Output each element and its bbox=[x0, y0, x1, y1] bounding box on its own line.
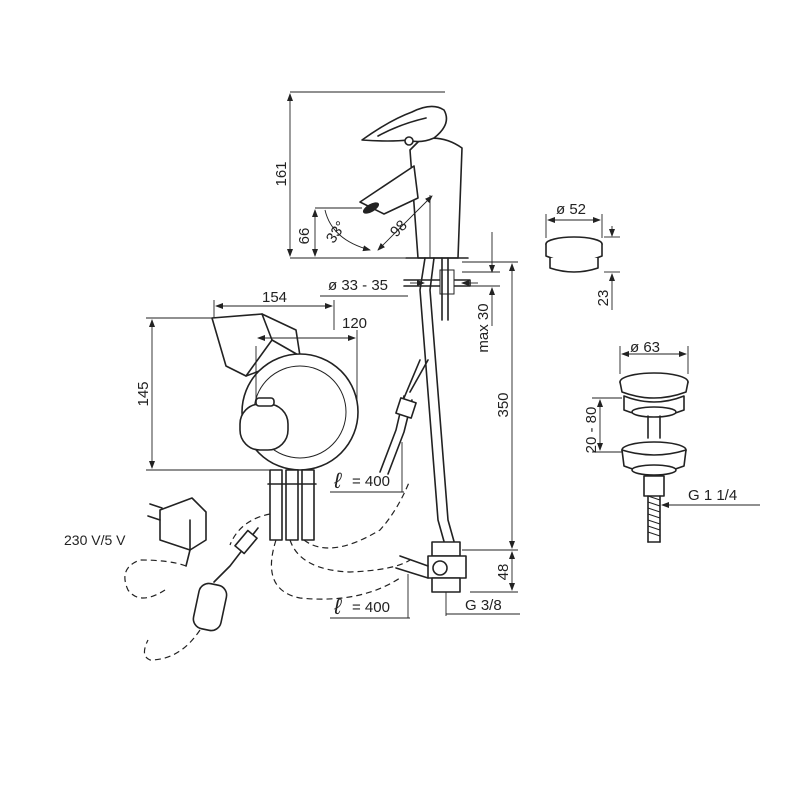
drain-diameter-label: ø 63 bbox=[630, 339, 660, 356]
valve-box-drawing bbox=[211, 313, 429, 541]
cap-height-label: 23 bbox=[595, 290, 612, 307]
power-adapter bbox=[159, 497, 207, 551]
transformer-module bbox=[192, 582, 228, 632]
valve-height-label: 145 bbox=[135, 381, 152, 406]
drain-thread-label: G 1 1/4 bbox=[688, 487, 737, 504]
voltage-label: 230 V/5 V bbox=[64, 532, 126, 548]
aerator bbox=[362, 202, 380, 214]
cap-diameter-label: ø 52 bbox=[556, 201, 586, 218]
connector-height-label: 48 bbox=[495, 564, 512, 581]
drain-range-label: 20 - 80 bbox=[583, 407, 600, 454]
connector-bottom bbox=[431, 577, 461, 593]
faucet-drawing bbox=[359, 105, 471, 593]
angle-label: 33° bbox=[323, 218, 350, 246]
hose-upper-length-label: = 400 bbox=[352, 473, 390, 490]
valve-depth-label: 120 bbox=[342, 315, 367, 332]
hose-paths bbox=[229, 479, 411, 600]
drain-drawing: ø 63 20 - 80 G 1 1/4 bbox=[583, 339, 760, 543]
lever-pivot bbox=[404, 136, 414, 146]
valve-box-dimensions: 154 120 145 ℓ = 400 ℓ = 400 bbox=[135, 289, 410, 619]
spout-height-label: 66 bbox=[296, 228, 313, 245]
valve-knob bbox=[239, 403, 289, 451]
hose-lower-length-label: = 400 bbox=[352, 599, 390, 616]
valve-width-label: 154 bbox=[262, 289, 287, 306]
faucet-height-label: 161 bbox=[273, 161, 290, 186]
cap-drawing: ø 52 23 bbox=[545, 201, 620, 310]
hose-lower-symbol: ℓ bbox=[333, 594, 342, 619]
pipe-middle bbox=[285, 469, 299, 541]
max-thickness-label: max 30 bbox=[475, 303, 492, 352]
power-supply-drawing: 230 V/5 V bbox=[64, 497, 259, 661]
pipe-left bbox=[269, 469, 283, 541]
hose-length-label: 350 bbox=[495, 392, 512, 417]
hole-diameter-label: ø 33 - 35 bbox=[328, 277, 388, 294]
hose-upper-symbol: ℓ bbox=[333, 468, 342, 493]
drain-thread bbox=[647, 495, 661, 543]
connector-top bbox=[431, 541, 461, 557]
pipe-right bbox=[301, 469, 315, 541]
connector-thread-label: G 3/8 bbox=[465, 597, 502, 614]
faucet-dimensions: 161 66 33° 98 ø 33 - 35 max 30 350 48 bbox=[273, 91, 520, 616]
